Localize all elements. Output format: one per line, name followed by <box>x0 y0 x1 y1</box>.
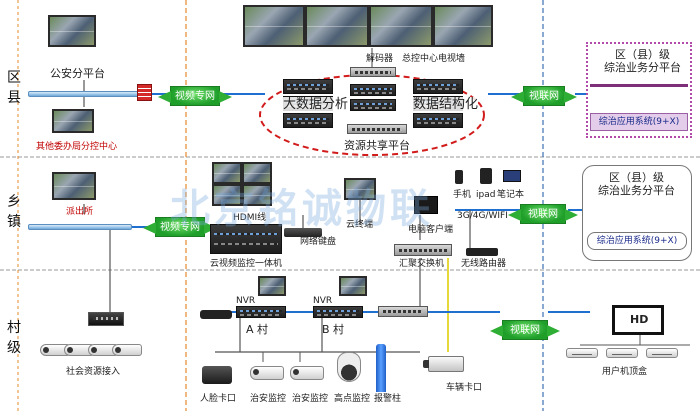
township-system-button[interactable]: 综治应用系统(9+X) <box>587 232 687 250</box>
nvr-b-device <box>313 306 363 318</box>
video-wall-screen-3 <box>369 5 433 47</box>
keyboard-label: 网络键盘 <box>300 237 337 247</box>
nvr-b-label: NVR <box>313 296 333 306</box>
video-wall-screen-1 <box>243 5 305 47</box>
county-system-button[interactable]: 综治应用系统(9+X) <box>590 113 688 131</box>
social-access-label: 社会资源接入 <box>66 367 121 377</box>
cloud-monitor-unit <box>210 224 282 254</box>
vehicle-gate-camera-icon <box>423 356 464 372</box>
tv-hd-label: HD <box>630 313 649 326</box>
village-switch <box>378 306 428 317</box>
big-data-label: 大数据分析 <box>283 97 349 112</box>
police-station-monitor <box>52 172 96 200</box>
phone-label: 手机 <box>453 190 472 200</box>
township-link-network: 视联网 <box>508 204 578 224</box>
video-wall-screen-2 <box>305 5 369 47</box>
structuring-server-1 <box>413 79 463 94</box>
high-point-label: 高点监控 <box>334 394 371 404</box>
police-platform-label: 公安分平台 <box>50 67 105 80</box>
video-wall-screen-4 <box>433 5 493 47</box>
aggregation-switch <box>394 244 452 256</box>
village-b-label: B 村 <box>322 323 345 336</box>
township-police-bar <box>28 224 132 230</box>
laptop-label: 笔记本 <box>497 190 525 200</box>
social-camera-1-icon <box>40 344 70 356</box>
structuring-server-3 <box>413 113 463 128</box>
set-top-box-label: 用户机顶盒 <box>602 367 648 377</box>
police-monitor <box>48 15 96 47</box>
tier-label-county: 区县 <box>7 70 21 106</box>
set-top-box-2-icon <box>606 348 638 358</box>
cloud-terminal-label: 云终端 <box>346 220 374 230</box>
pc-client-icon <box>414 196 438 214</box>
storage-server-1 <box>350 84 396 96</box>
security-a-label: 治安监控 <box>250 394 287 404</box>
phone-icon <box>455 170 463 184</box>
security-b-label: 治安监控 <box>292 394 329 404</box>
cloud-monitor-unit-label: 云视频监控一体机 <box>210 259 283 269</box>
watermark: 北京铭诚物联 <box>170 186 434 232</box>
laptop-icon <box>503 170 521 182</box>
video-wall-label: 总控中心电视墙 <box>402 54 466 64</box>
tier-label-township: 乡镇 <box>7 194 21 230</box>
pc-client-label: 电脑客户端 <box>408 225 454 235</box>
security-camera-b-icon <box>290 366 324 380</box>
set-top-box-3-icon <box>646 348 678 358</box>
village-link-network: 视联网 <box>490 320 560 340</box>
decoder-device <box>350 67 396 77</box>
alarm-post-label: 报警柱 <box>374 394 402 404</box>
nvr-b-monitor <box>339 276 367 296</box>
face-gate-label: 人脸卡口 <box>200 394 237 404</box>
ipad-icon <box>480 168 492 184</box>
cloud-terminal-monitor <box>344 178 376 200</box>
storage-server-2 <box>350 99 396 111</box>
nvr-a-label: NVR <box>236 296 256 306</box>
county-link-network: 视联网 <box>511 86 577 106</box>
police-station-label: 派出所 <box>66 207 94 217</box>
nvr-a-monitor <box>258 276 286 296</box>
township-monitor-1 <box>212 162 242 184</box>
village-a-label: A 村 <box>246 323 269 336</box>
social-camera-4-icon <box>112 344 142 356</box>
big-data-server-1 <box>283 79 333 94</box>
high-point-camera-icon <box>337 352 361 382</box>
hdmi-label: HDMI线 <box>233 213 267 223</box>
county-platform-underline <box>590 84 688 87</box>
vehicle-gate-label: 车辆卡口 <box>446 383 483 393</box>
decoder-label: 解码器 <box>366 54 394 64</box>
township-monitor-2 <box>242 162 272 184</box>
set-top-box-1-icon <box>566 348 598 358</box>
face-gate-camera-icon <box>202 366 232 384</box>
firewall-icon <box>137 84 152 101</box>
security-camera-a-icon <box>250 366 284 380</box>
alarm-post-icon <box>376 344 386 392</box>
sub-centers-label: 其他委办局分控中心 <box>36 142 118 152</box>
wireless-router-icon <box>466 248 498 256</box>
county-district-platform-label: 区（县）级 综治业务分平台 <box>604 48 681 74</box>
aggregation-switch-label: 汇聚交换机 <box>399 259 445 269</box>
township-monitor-4 <box>242 184 272 206</box>
wireless-label: 3G/4G/WIFI <box>457 211 508 221</box>
data-structuring-label: 数据结构化 <box>413 97 479 112</box>
police-platform-bar <box>28 91 140 97</box>
resource-sharing-label: 资源共享平台 <box>344 139 410 152</box>
keyboard-icon <box>284 228 322 237</box>
core-switch <box>347 124 407 134</box>
big-data-server-3 <box>283 113 333 128</box>
township-monitor-3 <box>212 184 242 206</box>
social-nvr <box>88 312 124 326</box>
wireless-router-label: 无线路由器 <box>461 259 507 269</box>
tier-label-village: 村级 <box>7 320 21 356</box>
sub-center-monitor <box>52 109 94 133</box>
county-private-network: 视频专网 <box>158 86 232 106</box>
tv-icon <box>612 305 664 335</box>
township-district-platform-label: 区（县）级 综治业务分平台 <box>598 171 675 197</box>
nvr-a-device <box>236 306 286 318</box>
ptz-controller-icon <box>200 310 232 319</box>
ipad-label: ipad <box>476 190 496 200</box>
